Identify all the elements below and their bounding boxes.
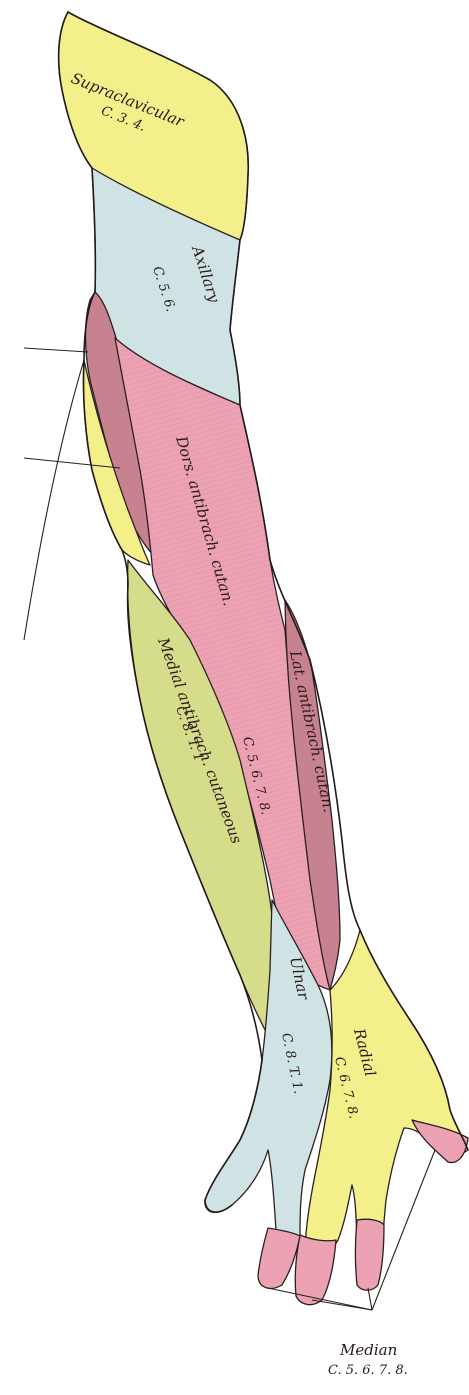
label-median: Median (339, 1341, 397, 1359)
median-leader-2 (312, 1300, 372, 1310)
median-fingertip-middle (295, 1235, 336, 1305)
leader-line-upper (24, 348, 88, 352)
median-fingertip-ring (258, 1228, 300, 1288)
median-fingertip-index (356, 1219, 385, 1290)
leader-line-curve (24, 360, 84, 640)
median-leader-3 (368, 1288, 372, 1310)
label-median-segments: C. 5. 6. 7. 8. (328, 1363, 408, 1378)
